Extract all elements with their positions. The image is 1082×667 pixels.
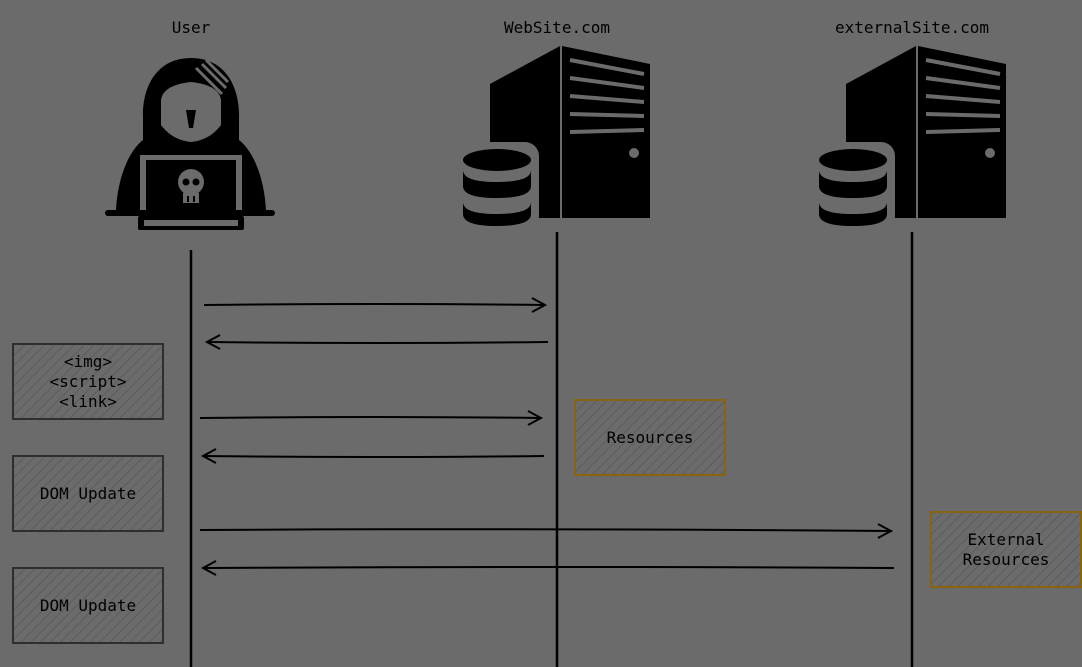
message-arrow xyxy=(204,334,549,350)
note-dom-update: DOM Update xyxy=(12,455,164,532)
server-database-icon xyxy=(455,46,650,230)
note-dom-update-text: DOM Update xyxy=(39,595,137,615)
server-database-icon xyxy=(811,46,1006,230)
message-arrow xyxy=(203,297,548,313)
actor-label-website: WebSite.com xyxy=(504,18,610,37)
note-tags: <img> <script> <link> xyxy=(12,343,164,420)
actor-label-user: User xyxy=(171,18,211,37)
message-arrow xyxy=(199,523,894,539)
note-external-resources-text: External Resources xyxy=(962,529,1050,569)
actor-label-external: externalSite.com xyxy=(834,18,990,37)
note-tags-text: <img> <script> <link> xyxy=(49,351,127,411)
note-dom-update-text: DOM Update xyxy=(39,483,137,503)
message-arrow xyxy=(199,410,544,426)
note-resources-text: Resources xyxy=(606,427,694,447)
message-arrow xyxy=(200,448,545,464)
note-external-resources: External Resources xyxy=(930,511,1082,588)
note-resources: Resources xyxy=(574,399,726,476)
message-arrow xyxy=(200,560,895,576)
hacker-icon xyxy=(105,58,275,230)
note-dom-update: DOM Update xyxy=(12,567,164,644)
